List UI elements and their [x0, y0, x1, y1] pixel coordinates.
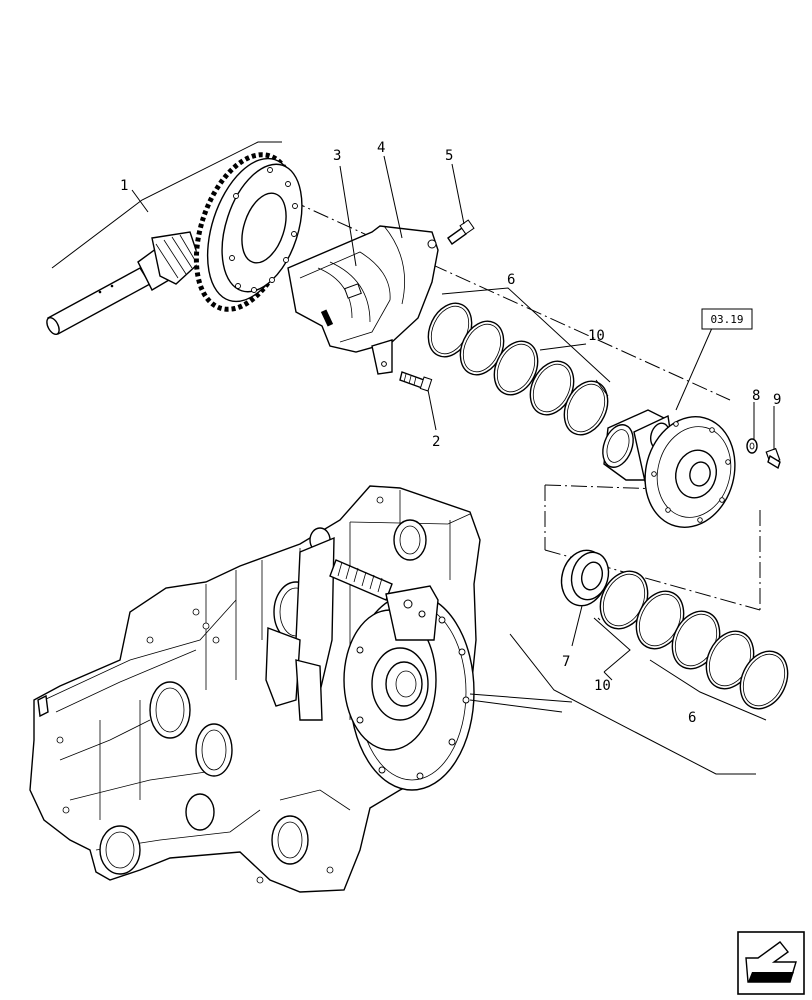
callout-2: 2 [432, 434, 440, 450]
bolt-5 [447, 219, 475, 245]
callout-7: 7 [562, 654, 570, 670]
callout-8: 8 [752, 388, 760, 404]
differential-assembly [602, 409, 736, 528]
reference-box[interactable]: 03.19 [701, 308, 753, 330]
callout-6-lower: 6 [688, 710, 696, 726]
next-page-arrow-icon[interactable] [737, 931, 805, 995]
callout-9: 9 [773, 392, 781, 408]
callout-4: 4 [377, 140, 385, 156]
pinion-shaft [46, 231, 201, 335]
brake-housing [265, 536, 475, 791]
bearing-7 [560, 549, 610, 607]
screw-9 [765, 447, 781, 470]
callout-5: 5 [445, 148, 453, 164]
bearing-cover [287, 225, 439, 375]
bolt-2 [399, 371, 433, 392]
reference-label: 03.19 [710, 313, 743, 326]
washer-8 [746, 438, 758, 454]
callout-10-upper: 10 [588, 328, 605, 344]
callout-labels: 1 2 3 4 5 6 6 7 8 9 10 10 [120, 140, 781, 726]
shim-rings-upper [427, 302, 609, 436]
ring-gear [193, 152, 303, 312]
callout-10-lower: 10 [594, 678, 611, 694]
callout-3: 3 [333, 148, 341, 164]
callout-1: 1 [120, 178, 128, 194]
callout-6-upper: 6 [507, 272, 515, 288]
leader-lines [51, 141, 775, 775]
shim-rings-lower [599, 570, 789, 710]
